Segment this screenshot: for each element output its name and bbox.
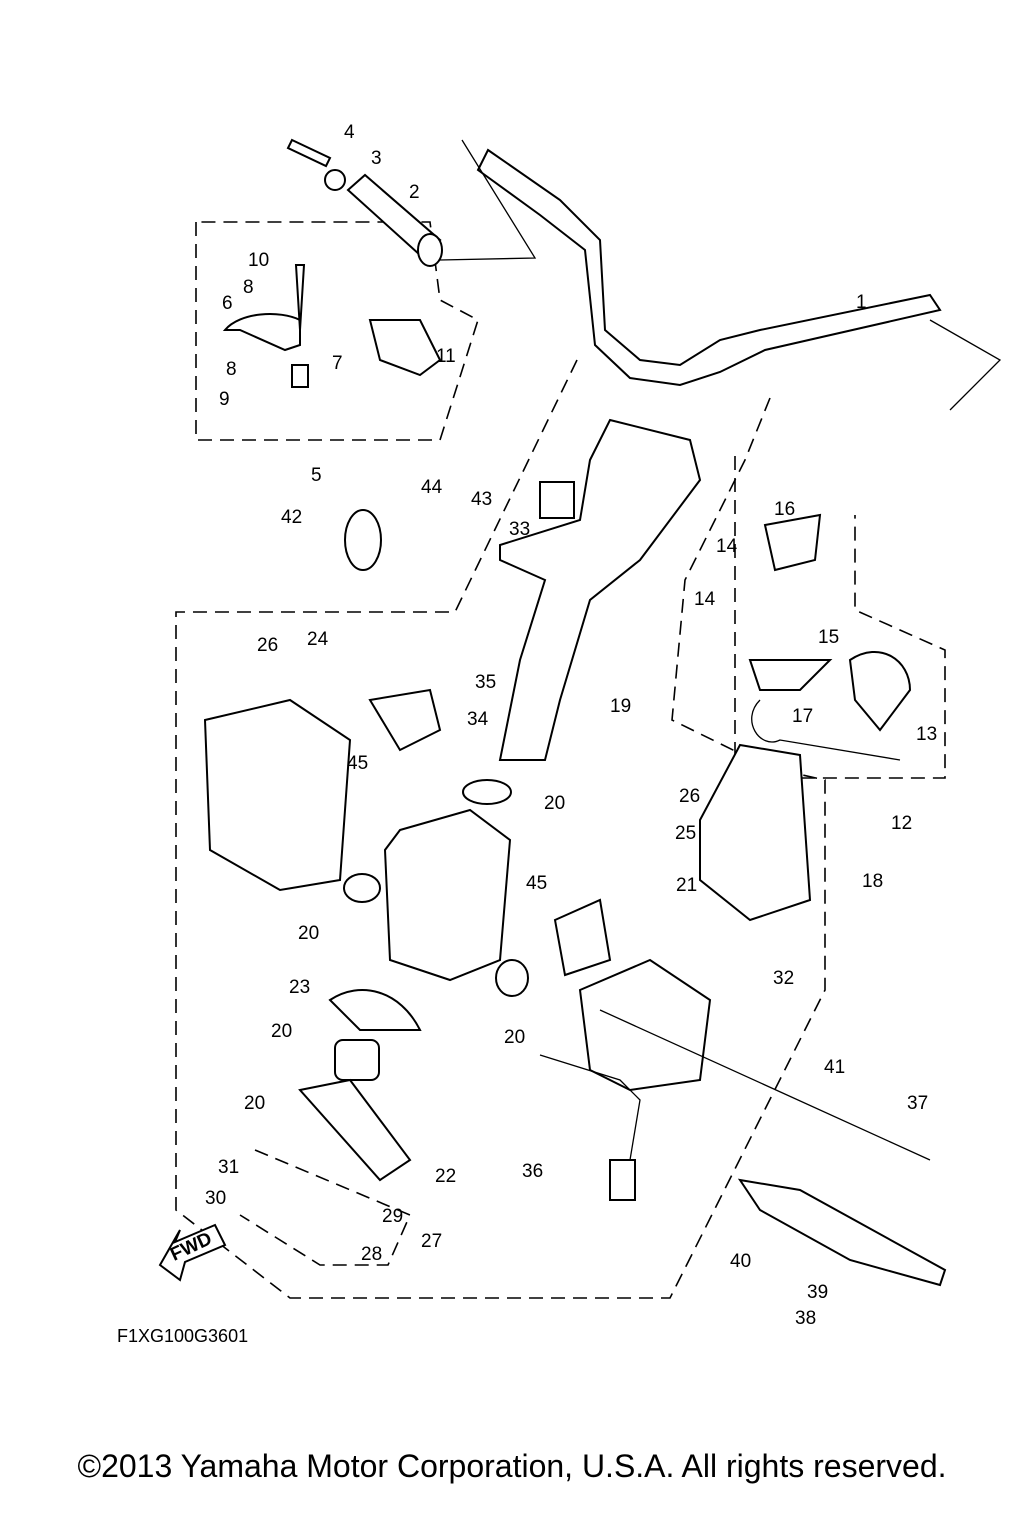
part-label: 21	[676, 875, 697, 896]
part-label: 14	[694, 589, 716, 610]
cover-32	[699, 743, 812, 922]
part-label: 23	[289, 977, 310, 998]
switch-13	[848, 650, 912, 732]
part-label: 45	[347, 753, 368, 774]
part-label: 28	[361, 1244, 382, 1265]
washer-20	[462, 779, 512, 805]
part-label: 3	[371, 148, 382, 169]
part-label: 30	[205, 1188, 226, 1209]
collar	[539, 481, 575, 519]
part-label: 35	[475, 672, 496, 693]
cable	[539, 1009, 931, 1161]
plate-23	[328, 989, 422, 1031]
group-box-5	[195, 221, 479, 441]
switch-housing	[763, 513, 822, 572]
part-label: 20	[544, 793, 565, 814]
part-label: 6	[222, 293, 233, 314]
part-label: 42	[281, 507, 302, 528]
left-housing	[203, 698, 352, 892]
part-label: 16	[774, 499, 795, 520]
part-label: 38	[795, 1308, 816, 1329]
part-label: 22	[435, 1166, 456, 1187]
part-label: 26	[679, 786, 700, 807]
right-housing	[578, 958, 712, 1092]
part-label: 15	[818, 627, 839, 648]
part-label: 25	[675, 823, 696, 844]
lever	[222, 313, 301, 352]
part-label: 37	[907, 1093, 928, 1114]
coil-21	[553, 898, 612, 977]
part-label: 45	[526, 873, 547, 894]
part-label: 34	[467, 709, 489, 730]
steering-column	[498, 418, 702, 761]
part-label: 12	[891, 813, 912, 834]
part-label: 11	[436, 346, 456, 367]
pin	[294, 264, 306, 331]
part-label: 39	[807, 1282, 828, 1303]
part-label: 40	[730, 1251, 751, 1272]
wire-12	[751, 699, 901, 761]
part-label: 36	[522, 1161, 543, 1182]
switch-base	[748, 659, 833, 691]
washer-20b	[343, 873, 381, 903]
bolt	[286, 138, 332, 168]
part-label: 14	[716, 536, 738, 557]
fwd-arrow-icon: FWD	[158, 1223, 227, 1282]
part-label: 10	[248, 250, 269, 271]
part-label: 33	[509, 519, 530, 540]
part-label: 2	[409, 182, 420, 203]
spring	[291, 364, 309, 388]
part-label: 8	[226, 359, 237, 380]
diagram-code: F1XG100G3601	[117, 1326, 248, 1346]
part-label: 29	[382, 1206, 403, 1227]
washer-20c	[495, 959, 529, 997]
spring-42	[344, 509, 382, 571]
part-label: 4	[344, 122, 355, 143]
part-label: 20	[271, 1021, 292, 1042]
part-label: 31	[218, 1157, 239, 1178]
part-label: 7	[332, 353, 343, 374]
copyright-notice: ©2013 Yamaha Motor Corporation, U.S.A. A…	[77, 1448, 947, 1484]
part-label: 41	[824, 1057, 845, 1078]
part-label: 27	[421, 1231, 442, 1252]
handlebar-outline	[439, 139, 1002, 411]
handlebar	[476, 148, 942, 387]
washer	[324, 169, 346, 191]
part-label: 20	[244, 1093, 265, 1114]
part-label: 5	[311, 465, 322, 486]
part-label: 8	[243, 277, 254, 298]
part-label: 20	[504, 1027, 525, 1048]
part-label: 19	[610, 696, 631, 717]
part-label: 24	[307, 629, 329, 650]
arm-22	[298, 1078, 412, 1182]
part-label: 1	[856, 292, 867, 313]
sensor-36	[609, 1159, 636, 1201]
bracket-34	[368, 688, 442, 752]
center-body	[383, 808, 512, 982]
part-label: 17	[792, 706, 813, 727]
collar-20	[334, 1039, 380, 1081]
part-label: 26	[257, 635, 278, 656]
part-label: 13	[916, 724, 937, 745]
group-box-27	[239, 1149, 412, 1266]
group-box-18	[175, 359, 826, 1299]
part-label: 20	[298, 923, 319, 944]
part-label: 9	[219, 389, 230, 410]
part-label: 18	[862, 871, 883, 892]
part-labels: 4 3 2 10 8 6 11 7 8 9 5 1 44 43 33 42 16…	[205, 122, 937, 1329]
lever-holder	[368, 319, 442, 377]
part-label: 32	[773, 968, 794, 989]
grip-end	[417, 233, 443, 267]
part-label: 43	[471, 489, 492, 510]
throttle-40	[737, 1178, 947, 1287]
part-label: 44	[421, 477, 443, 498]
